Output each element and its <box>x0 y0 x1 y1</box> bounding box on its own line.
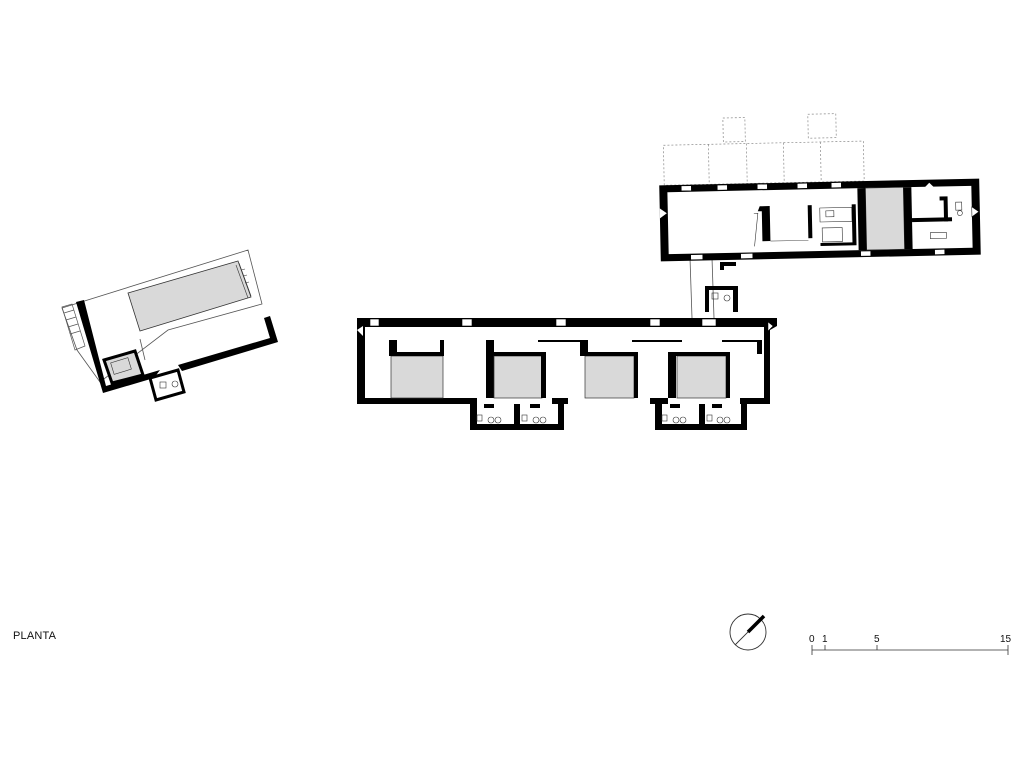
scale-label-1: 1 <box>822 634 828 645</box>
jacuzzi <box>102 349 145 385</box>
lower-wing-windows <box>369 318 717 327</box>
existing-structure-dashed <box>663 113 865 186</box>
room-1 <box>389 340 444 399</box>
stair <box>753 206 771 247</box>
scale-label-5: 5 <box>874 634 880 645</box>
service-core <box>864 186 905 251</box>
connector-wc <box>705 286 738 312</box>
pool-terrace <box>61 249 278 402</box>
scale-label-0: 0 <box>809 634 815 645</box>
terrace-wall-right <box>178 316 278 371</box>
plan-caption: PLANTA <box>13 630 57 642</box>
bathrooms-right <box>655 404 747 430</box>
upper-wing <box>659 113 981 262</box>
pool <box>127 260 252 332</box>
lower-wing <box>357 318 777 430</box>
room-2 <box>493 340 588 399</box>
bathrooms-left <box>470 404 564 430</box>
deck-steps <box>61 303 86 351</box>
room-4 <box>676 340 762 399</box>
upper-right-rooms <box>911 182 963 239</box>
terrace-outline <box>61 249 263 383</box>
lower-wing-walls <box>357 318 777 404</box>
terrace-wall <box>76 300 160 393</box>
scale-bar: 0 1 5 15 <box>809 634 1012 655</box>
kitchen <box>807 204 857 246</box>
connector <box>689 257 738 319</box>
terrace-wc <box>148 368 186 402</box>
scale-label-15: 15 <box>1000 634 1012 645</box>
north-arrow-icon <box>729 613 767 651</box>
room-3 <box>580 340 682 399</box>
pool-steps <box>235 262 252 299</box>
